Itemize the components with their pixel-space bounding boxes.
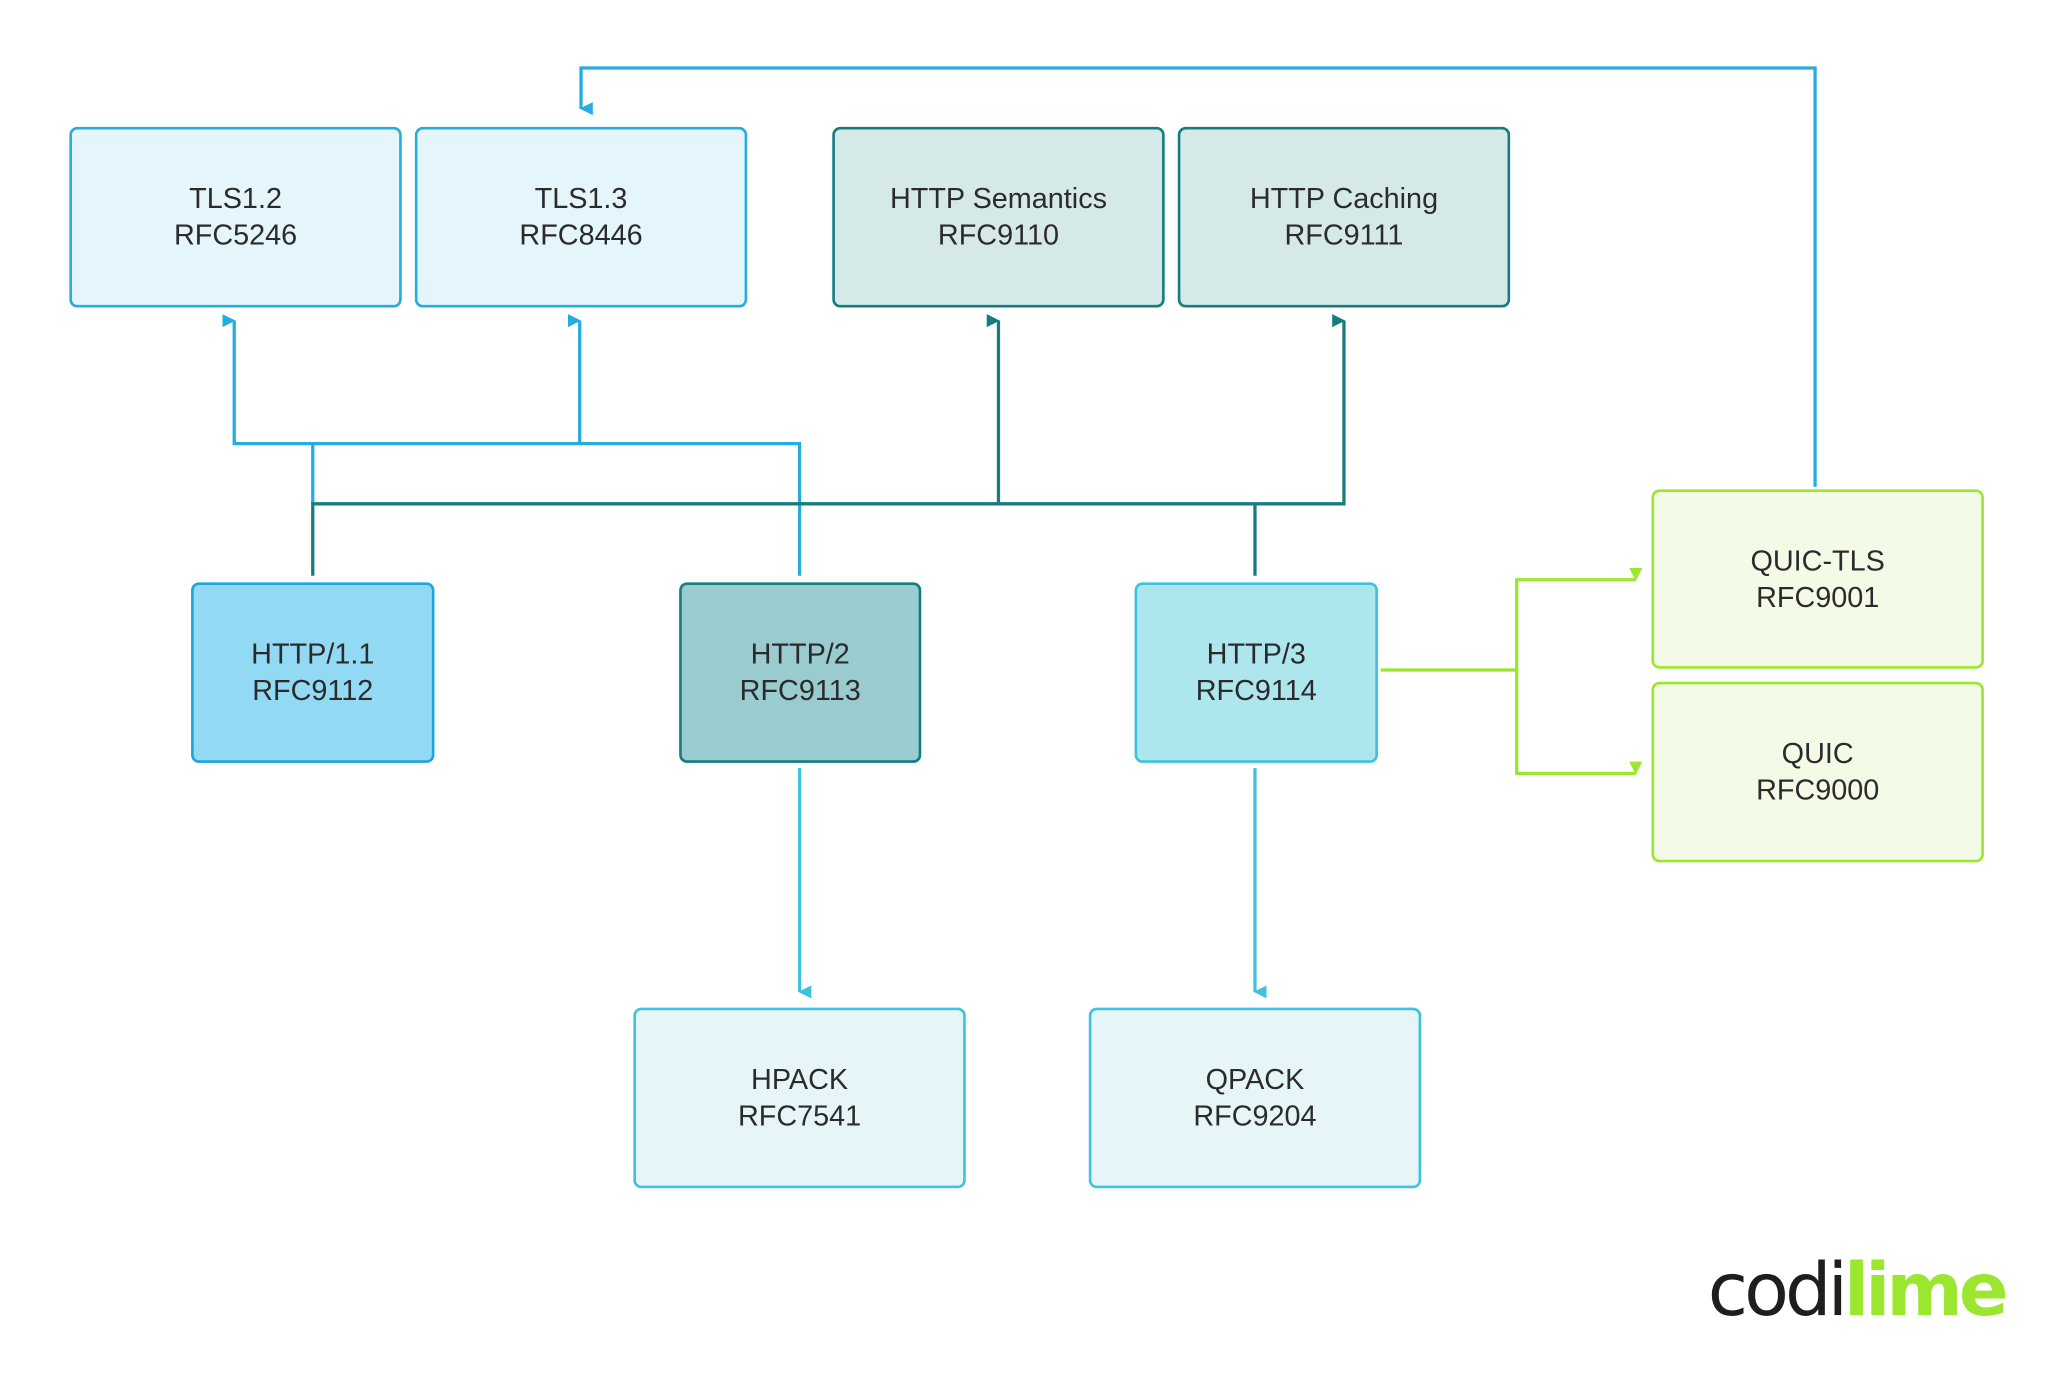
http-semantics-rfc: RFC9110 (937, 218, 1060, 252)
tls12-name: TLS1.2 (189, 181, 282, 215)
http-caching-node: HTTP Caching RFC9111 (1177, 126, 1511, 308)
codilime-logo: codilime (1707, 1248, 2009, 1334)
http-semantics-name: HTTP Semantics (889, 181, 1107, 215)
http-semantics-node: HTTP Semantics RFC9110 (832, 126, 1165, 308)
quic-name: QUIC (1781, 736, 1854, 770)
hpack-name: HPACK (751, 1062, 849, 1096)
quic-rfc: RFC9000 (1756, 773, 1880, 807)
http3-rfc: RFC9114 (1195, 673, 1317, 707)
tls13-name: TLS1.3 (534, 181, 628, 215)
tls13-rfc: RFC8446 (519, 218, 643, 252)
quic-tls-rfc: RFC9001 (1756, 580, 1880, 614)
tls12-node: TLS1.2 RFC5246 (69, 126, 402, 308)
tls-connector (222, 314, 802, 576)
qpack-rfc: RFC9204 (1193, 1099, 1317, 1132)
http2-rfc: RFC9113 (739, 673, 861, 707)
tls12-rfc: RFC5246 (173, 218, 298, 252)
http11-rfc: RFC9112 (252, 673, 374, 707)
http-core-connector (311, 314, 1346, 576)
http11-name: HTTP/1.1 (251, 637, 375, 671)
hpack-rfc: RFC7541 (737, 1099, 862, 1132)
http3-node: HTTP/3 RFC9114 (1134, 582, 1378, 763)
quic-tls-name: QUIC-TLS (1750, 543, 1885, 577)
http3-name: HTTP/3 (1206, 637, 1306, 671)
http2-name: HTTP/2 (750, 637, 850, 671)
quic-node: QUIC RFC9000 (1651, 681, 1984, 863)
qpack-node: QPACK RFC9204 (1088, 1007, 1422, 1189)
http-caching-rfc: RFC9111 (1284, 218, 1404, 252)
tls13-node: TLS1.3 RFC8446 (414, 126, 748, 308)
logo-text-lime: lime (1844, 1248, 2009, 1334)
logo-text-codi: codi (1707, 1248, 1848, 1334)
http11-node: HTTP/1.1 RFC9112 (191, 582, 435, 763)
quic-tls-connector (1515, 567, 1643, 775)
http-caching-name: HTTP Caching (1249, 181, 1439, 215)
http2-node: HTTP/2 RFC9113 (679, 582, 922, 763)
quic-tls-node: QUIC-TLS RFC9001 (1651, 489, 1984, 669)
qpack-name: QPACK (1205, 1062, 1305, 1096)
hpack-node: HPACK RFC7541 (633, 1007, 966, 1189)
quictls-to-tls13-connector (579, 66, 1817, 487)
